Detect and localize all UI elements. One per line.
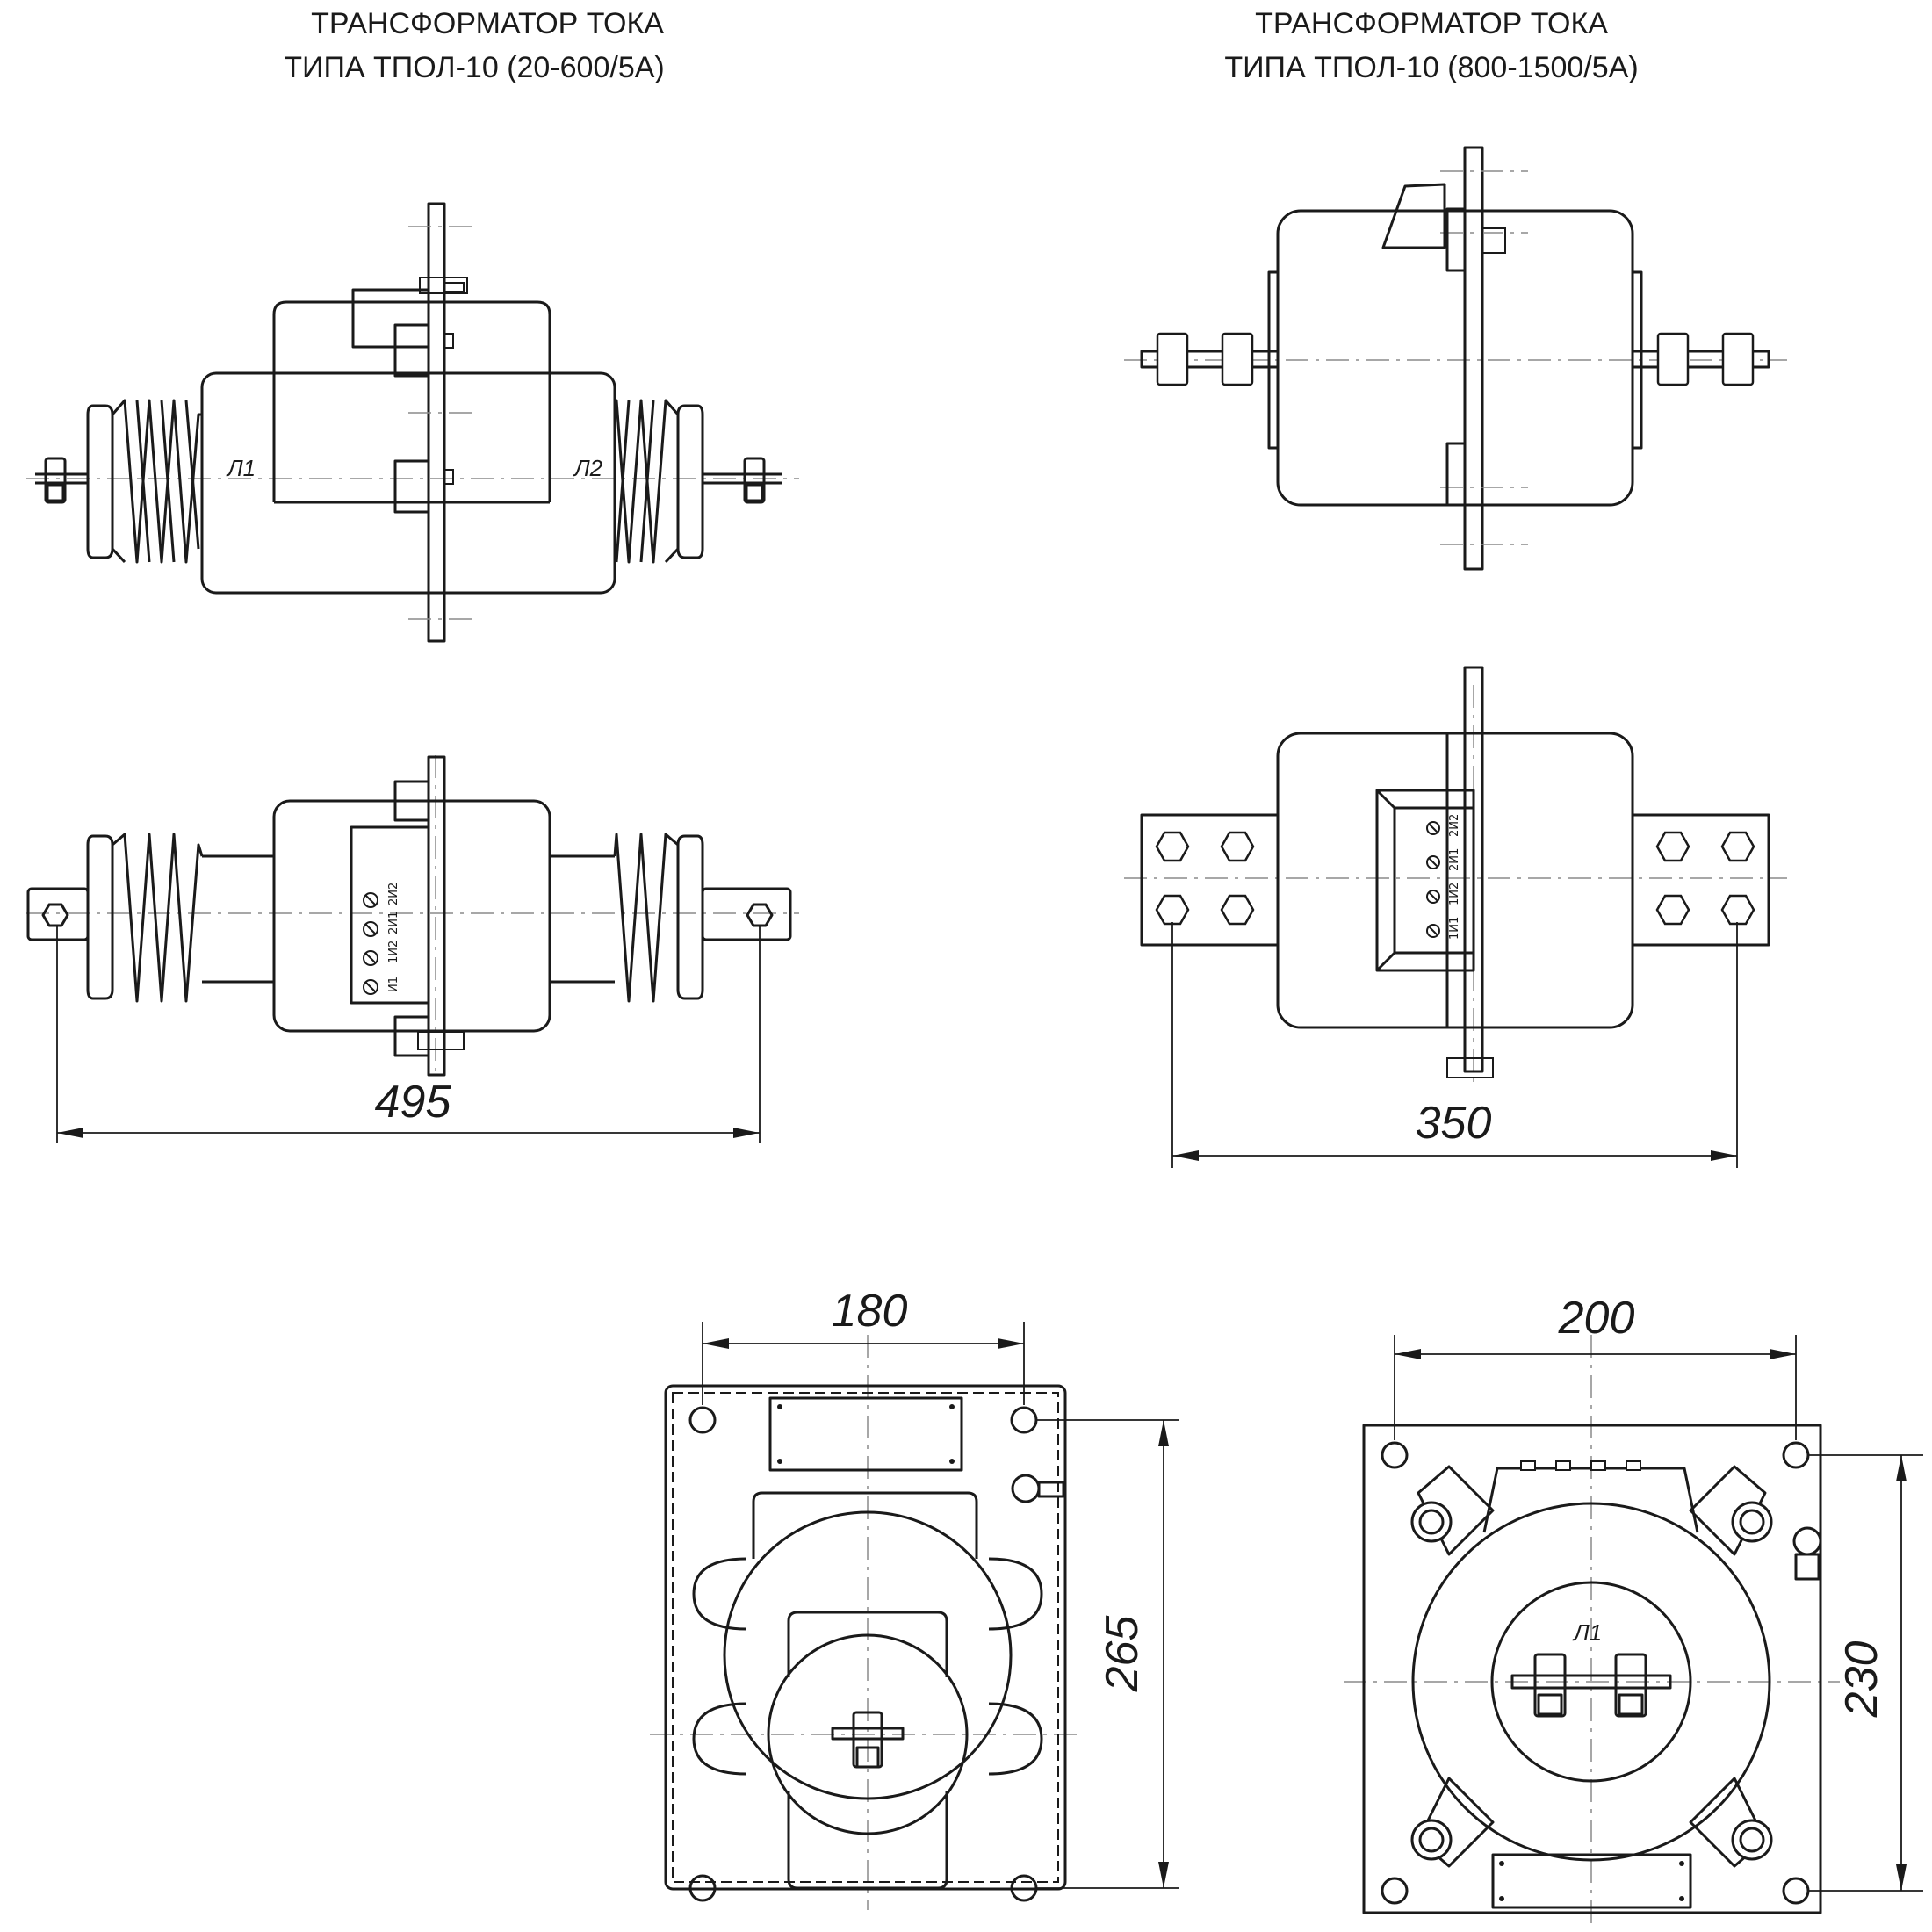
dimension-200: 200 [1558, 1293, 1635, 1344]
terminal-label-3: 2И1 [387, 912, 400, 934]
dimension-180: 180 [832, 1286, 908, 1337]
large-terminal-label-2: 1И2 [1448, 883, 1461, 905]
dimension-230: 230 [1836, 1641, 1887, 1719]
large-transformer-end-view: Л1 200 230 [1344, 1293, 1923, 1923]
large-transformer-front-view [1124, 146, 1787, 571]
small-transformer-top-view: И1 1И2 2И1 2И2 495 [26, 755, 799, 1143]
dimension-350: 350 [1416, 1098, 1492, 1149]
title-left-line2: ТИПА ТПОЛ-10 (20-600/5А) [284, 51, 664, 84]
dimension-265: 265 [1097, 1615, 1148, 1693]
marking-l2: Л2 [573, 455, 603, 481]
terminal-label-1: И1 [387, 977, 400, 992]
large-transformer-top-view: 1И1 1И2 2И1 2И2 350 [1124, 666, 1787, 1168]
marking-l1: Л1 [226, 455, 256, 481]
small-transformer-end-view: 180 265 [650, 1286, 1179, 1910]
title-right-line1: ТРАНСФОРМАТОР ТОКА [1255, 7, 1608, 40]
terminal-label-4: 2И2 [387, 883, 400, 905]
title-right-line2: ТИПА ТПОЛ-10 (800-1500/5А) [1224, 51, 1638, 84]
large-terminal-label-1: 1И1 [1448, 917, 1461, 940]
large-terminal-label-4: 2И2 [1448, 814, 1461, 837]
small-transformer-front-view: Л1 Л2 [26, 202, 799, 643]
dimension-495: 495 [375, 1077, 452, 1128]
large-terminal-label-3: 2И1 [1448, 848, 1461, 871]
marking-l1-end-view: Л1 [1572, 1619, 1602, 1646]
terminal-label-2: 1И2 [387, 941, 400, 963]
title-left-line1: ТРАНСФОРМАТОР ТОКА [311, 7, 664, 40]
